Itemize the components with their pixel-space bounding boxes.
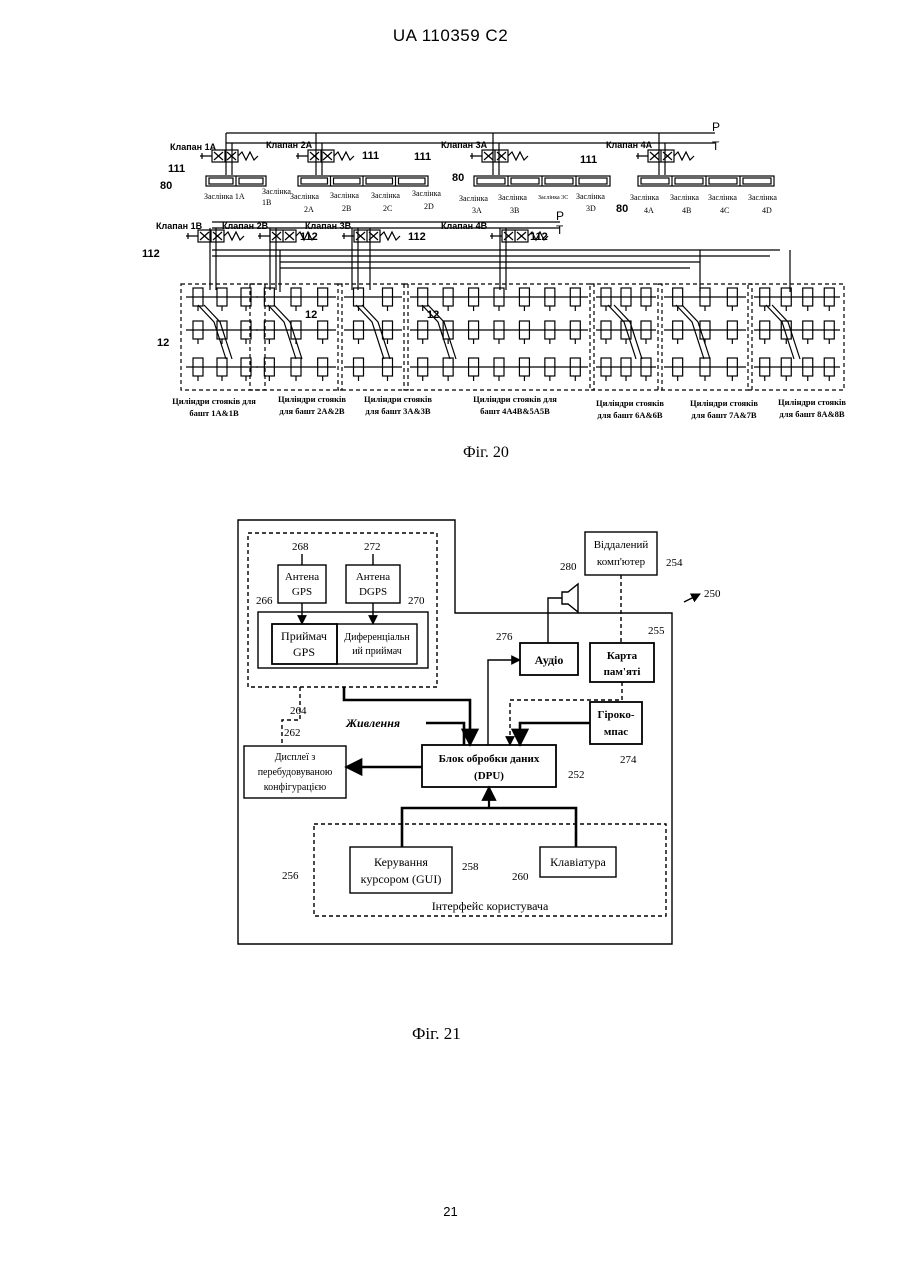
cursor-l1: Керування bbox=[374, 855, 428, 869]
ui-label: Інтерфейс користувача bbox=[432, 899, 549, 913]
diff-receiver-l1: Диференціальн bbox=[344, 632, 410, 643]
gps-receiver-l1: Приймач bbox=[281, 629, 327, 643]
ref-262: 262 bbox=[284, 727, 301, 739]
ref-260: 260 bbox=[512, 871, 529, 883]
gps-receiver-l2: GPS bbox=[293, 645, 315, 659]
ref-268: 268 bbox=[292, 541, 309, 553]
ref-256: 256 bbox=[282, 870, 299, 882]
ref-258: 258 bbox=[462, 861, 479, 873]
display-l3: конфігурацією bbox=[264, 782, 327, 793]
dgps-antenna-l2: DGPS bbox=[359, 586, 387, 598]
ref-255: 255 bbox=[648, 625, 665, 637]
diff-receiver-l2: ий приймач bbox=[352, 646, 402, 657]
gyrocompass-l2: мпас bbox=[604, 726, 628, 738]
ref-270: 270 bbox=[408, 595, 425, 607]
page-number: 21 bbox=[0, 1204, 901, 1219]
ref-254: 254 bbox=[666, 557, 683, 569]
ref-264: 264 bbox=[290, 705, 307, 717]
audio-label: Аудіо bbox=[535, 653, 564, 667]
ref-274: 274 bbox=[620, 754, 637, 766]
dgps-antenna-l1: Антена bbox=[356, 571, 390, 583]
remote-pc-l2: комп'ютер bbox=[597, 556, 646, 568]
gyrocompass-l1: Гіроко- bbox=[597, 709, 634, 721]
gps-antenna-l2: GPS bbox=[292, 586, 312, 598]
ref-280: 280 bbox=[560, 561, 577, 573]
keyboard-label: Клавіатура bbox=[550, 855, 606, 869]
ref-250: 250 bbox=[704, 588, 721, 600]
ref-276: 276 bbox=[496, 631, 513, 643]
dpu-l2: (DPU) bbox=[474, 770, 504, 782]
display-l1: Дисплеї з bbox=[275, 752, 316, 763]
remote-pc-l1: Віддалений bbox=[594, 539, 649, 551]
ref-272: 272 bbox=[364, 541, 381, 553]
ref-266: 266 bbox=[256, 595, 273, 607]
display-l2: перебудовуваною bbox=[258, 767, 333, 778]
figure-21-caption: Фіг. 21 bbox=[412, 1024, 461, 1044]
memory-card-l1: Карта bbox=[607, 650, 638, 662]
power-label: Живлення bbox=[345, 716, 400, 730]
memory-card-l2: пам'яті bbox=[604, 666, 641, 678]
ref-252: 252 bbox=[568, 769, 585, 781]
cursor-l2: курсором (GUI) bbox=[361, 872, 442, 886]
dpu-l1: Блок обробки даних bbox=[439, 753, 540, 765]
gps-antenna-l1: Антена bbox=[285, 571, 319, 583]
